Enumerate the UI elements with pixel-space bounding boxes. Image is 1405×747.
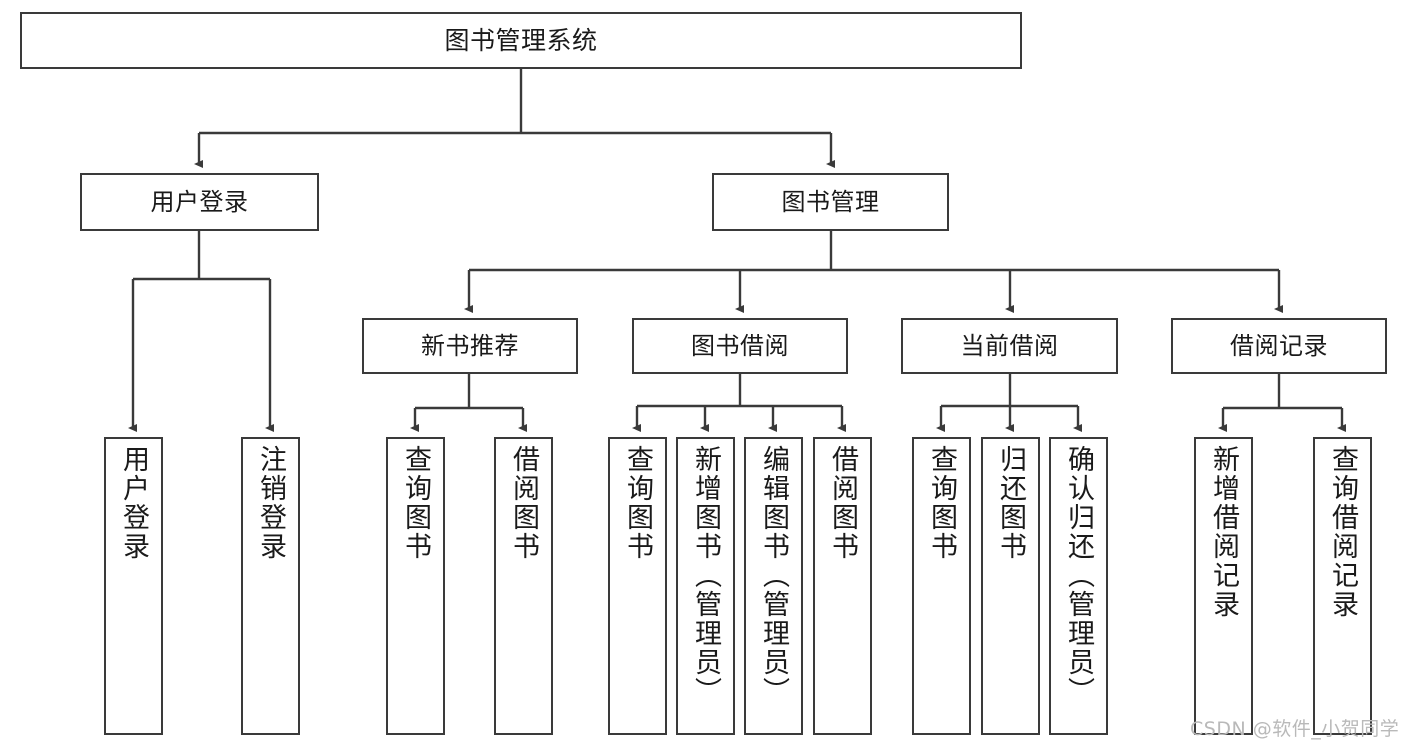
leaf-current-return-book[interactable]: 归还图书 bbox=[981, 437, 1040, 735]
node-book-borrow[interactable]: 图书借阅 bbox=[632, 318, 848, 374]
leaf-recommend-query-book[interactable]: 查询图书 bbox=[386, 437, 445, 735]
node-label: 查询借阅记录 bbox=[1327, 445, 1358, 619]
leaf-current-confirm-return-admin[interactable]: 确认归还（管理员） bbox=[1049, 437, 1108, 735]
node-label: 编辑图书（管理员） bbox=[758, 445, 789, 706]
node-label: 查询图书 bbox=[622, 445, 653, 561]
leaf-user-login-logout[interactable]: 注销登录 bbox=[241, 437, 300, 735]
node-borrow-record[interactable]: 借阅记录 bbox=[1171, 318, 1387, 374]
node-root-system[interactable]: 图书管理系统 bbox=[20, 12, 1022, 69]
node-label: 借阅记录 bbox=[1230, 331, 1328, 360]
leaf-current-query-book[interactable]: 查询图书 bbox=[912, 437, 971, 735]
leaf-borrow-add-book-admin[interactable]: 新增图书（管理员） bbox=[676, 437, 735, 735]
leaf-borrow-query-book[interactable]: 查询图书 bbox=[608, 437, 667, 735]
node-label: 借阅图书 bbox=[827, 445, 858, 561]
node-label: 用户登录 bbox=[118, 445, 149, 561]
node-label: 图书管理 bbox=[781, 187, 880, 216]
node-label: 图书管理系统 bbox=[444, 25, 598, 55]
node-label: 当前借阅 bbox=[960, 331, 1059, 360]
node-label: 确认归还（管理员） bbox=[1063, 445, 1094, 706]
leaf-record-query-record[interactable]: 查询借阅记录 bbox=[1313, 437, 1372, 735]
node-label: 新增图书（管理员） bbox=[690, 445, 721, 706]
leaf-user-login-login[interactable]: 用户登录 bbox=[104, 437, 163, 735]
leaf-recommend-borrow-book[interactable]: 借阅图书 bbox=[494, 437, 553, 735]
node-current-borrow[interactable]: 当前借阅 bbox=[901, 318, 1118, 374]
node-label: 用户登录 bbox=[150, 187, 249, 216]
leaf-borrow-borrow-book[interactable]: 借阅图书 bbox=[813, 437, 872, 735]
node-new-book-recommend[interactable]: 新书推荐 bbox=[362, 318, 578, 374]
leaf-borrow-edit-book-admin[interactable]: 编辑图书（管理员） bbox=[744, 437, 803, 735]
node-label: 图书借阅 bbox=[691, 331, 789, 360]
node-label: 归还图书 bbox=[995, 445, 1026, 561]
node-label: 查询图书 bbox=[926, 445, 957, 561]
node-book-management[interactable]: 图书管理 bbox=[712, 173, 949, 231]
node-user-login[interactable]: 用户登录 bbox=[80, 173, 319, 231]
node-label: 新书推荐 bbox=[421, 331, 519, 360]
csdn-watermark: CSDN @软件_小贺同学 bbox=[1190, 718, 1400, 740]
node-label: 新增借阅记录 bbox=[1208, 445, 1239, 619]
node-label: 注销登录 bbox=[255, 445, 286, 561]
node-label: 查询图书 bbox=[400, 445, 431, 561]
node-label: 借阅图书 bbox=[508, 445, 539, 561]
leaf-record-add-record[interactable]: 新增借阅记录 bbox=[1194, 437, 1253, 735]
